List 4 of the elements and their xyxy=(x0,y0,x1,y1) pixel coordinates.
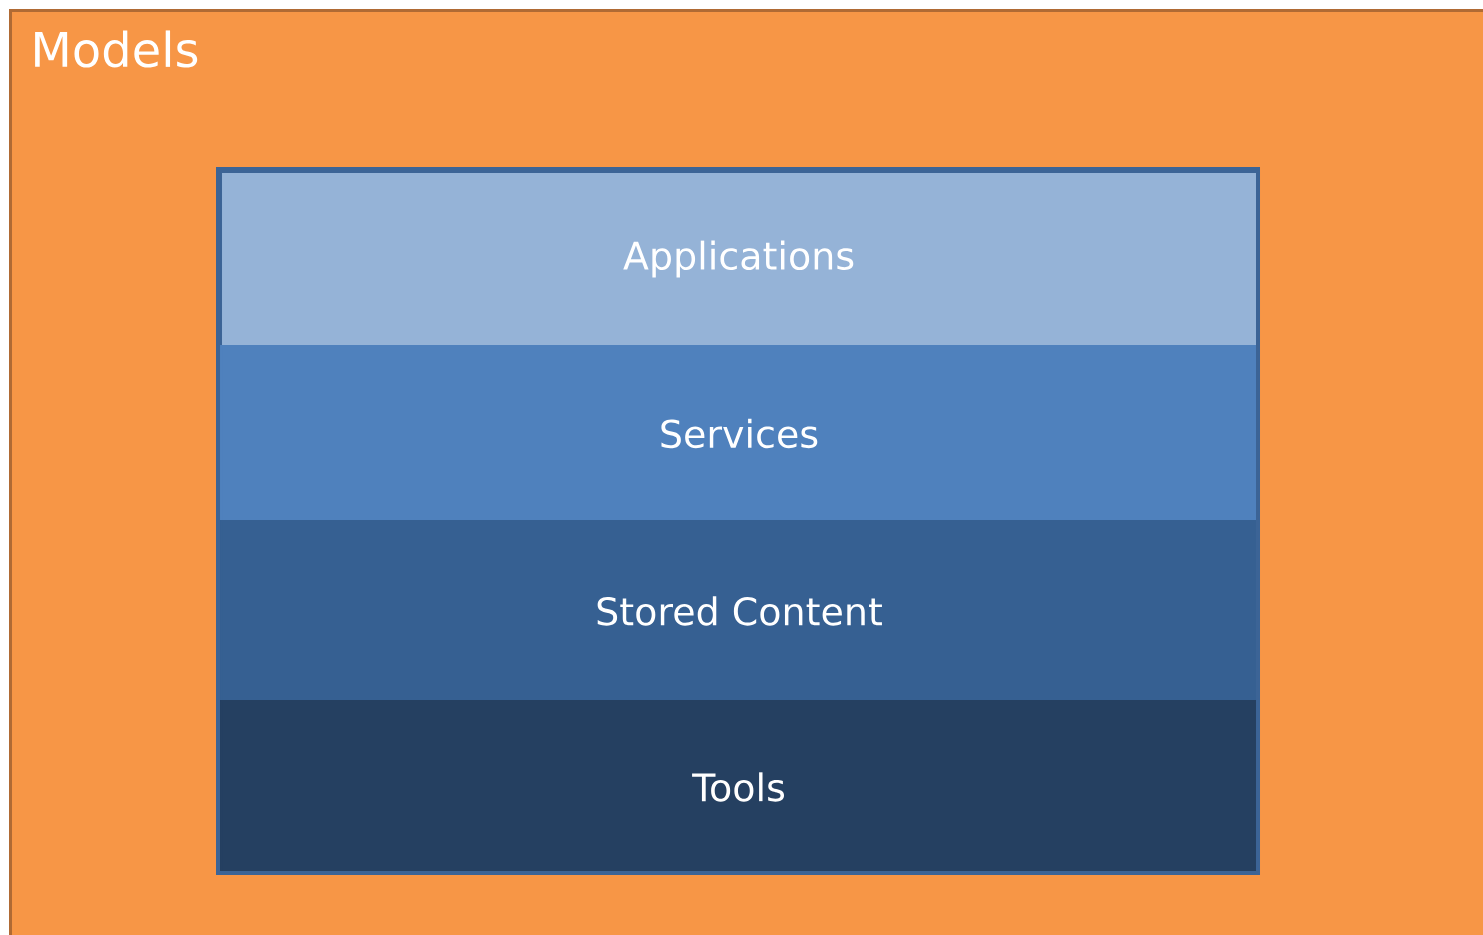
layer-band: Applications xyxy=(220,171,1258,347)
layer-band: Stored Content xyxy=(220,520,1258,702)
layer-band: Services xyxy=(220,345,1258,522)
layer-band: Tools xyxy=(220,700,1258,874)
